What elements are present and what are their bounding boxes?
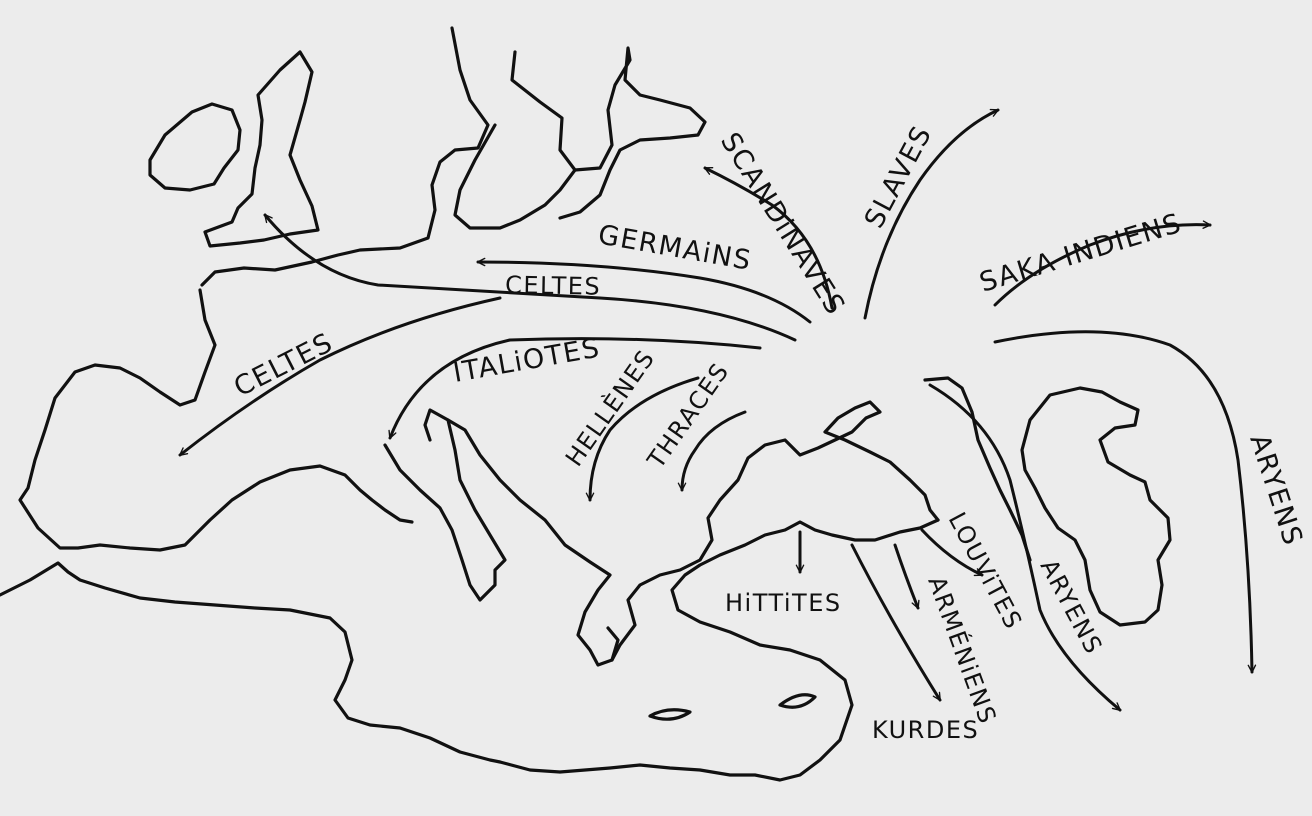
arrow-scandinaves [703,166,834,310]
label-scandinaves: SCANDiNAVES [714,127,851,321]
migration-arrows [178,108,1257,712]
arrow-aryens-middle [928,383,1122,712]
arrow-thraces [677,410,747,492]
arrow-armeniens [893,543,920,610]
north-africa-coast [0,561,502,764]
adriatic-coast [446,418,620,667]
baltic-east-coast [558,46,707,220]
label-hittites: HiTTiTES [725,589,842,617]
label-kurdes: KURDES [872,716,979,744]
label-saka-indiens: SAKA INDIENS [976,208,1186,299]
ireland-outline [148,102,242,192]
arrow-germains [476,257,812,324]
arrow-kurdes [850,543,942,702]
label-celtes-west: CELTES [229,327,338,403]
arrow-slaves [863,108,1000,320]
crete-outline [648,708,692,721]
baltic-coast [453,50,577,230]
great-britain-outline [203,50,320,248]
caspian-outline [1020,386,1172,627]
arrow-saka-indiens [993,220,1212,307]
label-italiotes: ITALiOTES [451,333,603,389]
label-celtes-north: CELTES [505,271,602,301]
coastlines [0,26,1172,782]
scandinavia-outline [200,26,490,287]
anatolia-north-coast [498,518,940,782]
cyprus-outline [778,693,817,709]
balkan-coast [610,400,940,662]
arrow-celtes-britain [263,213,797,342]
arrow-hellenes [585,376,700,502]
label-thraces: THRACES [641,357,735,474]
arrow-celtes-iberia [178,296,502,457]
arrow-italiotes [388,337,762,440]
arrow-louvites [920,528,984,577]
caucasus-line [923,376,1032,562]
iberia-outline [18,288,414,552]
label-aryens-east: ARYENS [1243,431,1308,550]
italy-outline [383,408,507,602]
arrow-aryens-east [993,330,1257,674]
